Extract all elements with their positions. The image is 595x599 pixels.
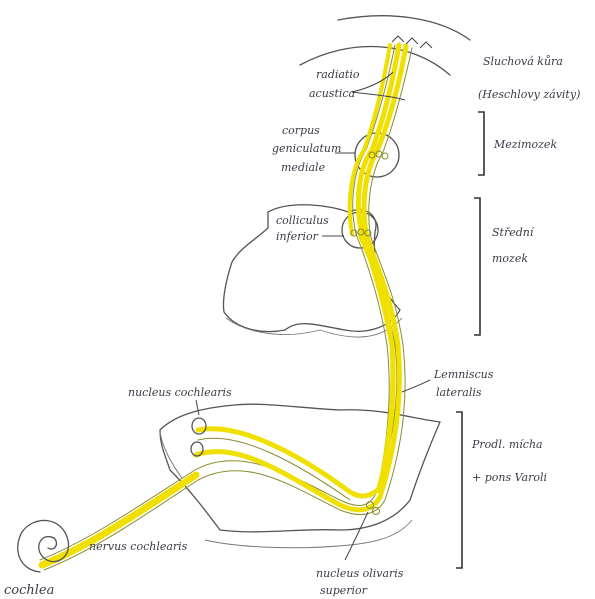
label-mediale: mediale <box>281 161 326 174</box>
auditory-tracts <box>40 45 412 570</box>
label-heschl: (Heschlovy závity) <box>478 88 580 101</box>
label-radiatio: radiatio <box>316 68 360 81</box>
arrow-nucleus-cochlearis <box>196 400 199 415</box>
bracket-stredni-mozek <box>474 198 480 335</box>
label-mezimozek: Mezimozek <box>493 138 557 151</box>
label-nervus-cochlearis: nervus cochlearis <box>89 540 188 553</box>
label-cochlea: cochlea <box>4 583 54 598</box>
label-colliculus: colliculus <box>276 214 329 227</box>
cortex-outer-arc <box>338 16 470 40</box>
arrow-lemniscus <box>402 380 430 392</box>
label-prodl-micha: Prodl. mícha <box>471 438 543 451</box>
label-lemniscus: Lemniscus <box>433 368 494 381</box>
label-inferior: inferior <box>276 230 319 243</box>
label-corpus: corpus <box>282 124 320 137</box>
medulla-lower-line <box>205 520 412 548</box>
label-sluchova-kura: Sluchová kůra <box>483 55 563 68</box>
label-mozek: mozek <box>492 252 528 265</box>
label-nucleus-cochlearis: nucleus cochlearis <box>128 386 232 399</box>
bracket-mezimozek <box>478 112 484 175</box>
label-acustica: acustica <box>309 87 355 100</box>
arrow-olivaris <box>345 512 368 560</box>
label-superior: superior <box>320 584 368 597</box>
label-nucleus-olivaris: nucleus olivaris <box>316 567 404 580</box>
label-geniculatum: geniculatum <box>272 142 341 155</box>
midbrain-inner-line <box>226 318 402 337</box>
label-stredni: Střední <box>492 226 535 239</box>
label-lateralis: lateralis <box>436 386 482 399</box>
label-pons: + pons Varoli <box>472 471 547 484</box>
bracket-prodl-micha <box>456 412 462 568</box>
